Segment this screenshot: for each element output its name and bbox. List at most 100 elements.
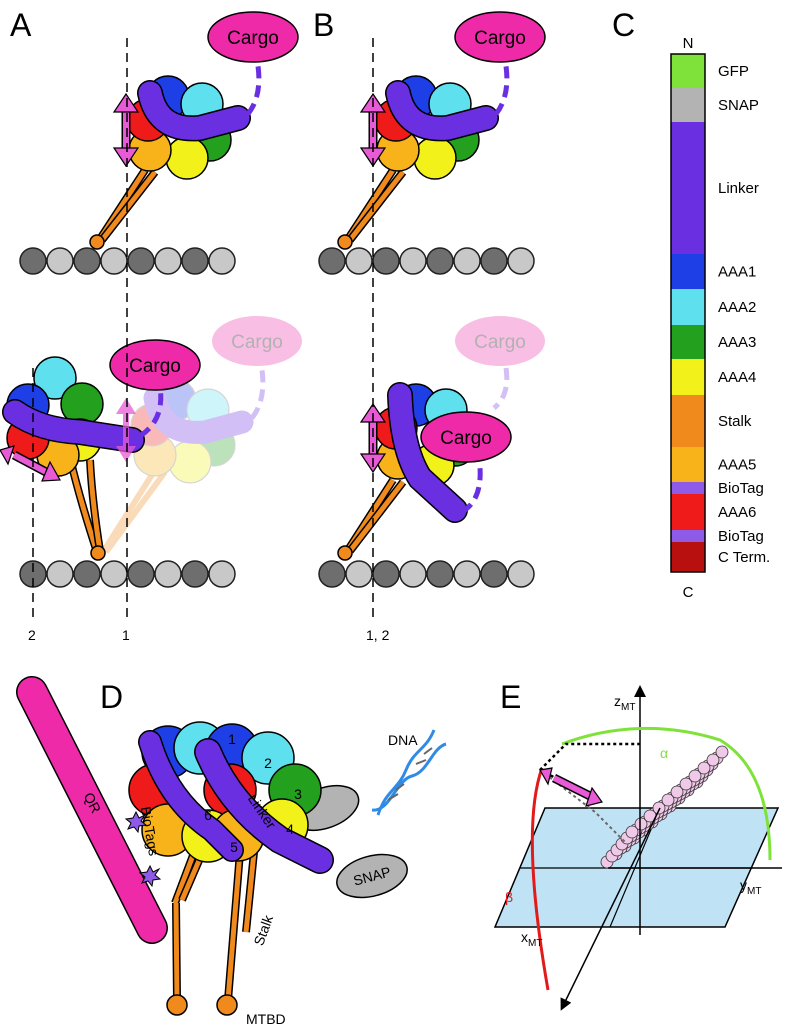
- orientation-vector: [539, 767, 604, 807]
- microtubule: [318, 560, 535, 588]
- linker: [138, 81, 250, 140]
- bar-segment-aaa6: [671, 494, 705, 530]
- bar-segment-gfp: [671, 54, 705, 88]
- dna-helix: [371, 729, 447, 816]
- cargo: [420, 411, 512, 463]
- beta-label: β: [505, 889, 513, 905]
- bar-segment-label: AAA6: [718, 504, 756, 521]
- bar-segment-label: GFP: [718, 63, 749, 80]
- bar-outline: [670, 53, 706, 573]
- microtubule: [19, 247, 236, 275]
- bar-segment-label: AAA4: [718, 369, 756, 386]
- bar-segment-label: AAA3: [718, 334, 756, 351]
- panel-e: zMT yMT xMT α β: [493, 685, 782, 1011]
- bar-segment-aaa4: [671, 359, 705, 395]
- snap-domain: [336, 853, 408, 899]
- tubulin-dimer: [652, 801, 666, 815]
- bar-segment-c-term-: [671, 542, 705, 572]
- panel-label-d: D: [100, 679, 123, 715]
- bar-segment-label: BioTag: [718, 528, 764, 545]
- bar-segment-aaa1: [671, 254, 705, 289]
- guide-label-b: 1, 2: [366, 627, 390, 643]
- cargo-label: Cargo: [227, 28, 279, 49]
- tubulin-dimer: [679, 777, 693, 791]
- ring-number-3: 3: [294, 786, 302, 802]
- bar-segment-label: Linker: [718, 180, 759, 197]
- ring-number-1: 1: [228, 731, 236, 747]
- ghost-arrow: [116, 398, 136, 462]
- projection-plane: [539, 769, 626, 843]
- cargo: [207, 11, 299, 63]
- ring-number-4: 4: [286, 821, 294, 837]
- x-axis-label: xMT: [521, 929, 542, 949]
- bar-segment-label: BioTag: [718, 480, 764, 497]
- cargo: [109, 339, 201, 391]
- x-axis: [560, 807, 661, 1011]
- guide-label-1: 1: [122, 627, 130, 643]
- projection-z: [539, 742, 640, 771]
- panel-d: QR SNAP: [16, 676, 447, 1027]
- bar-segment-label: AAA1: [718, 264, 756, 281]
- ring-number-6: 6: [204, 807, 212, 823]
- z-axis-label: zMT: [614, 693, 635, 713]
- bar-segment-stalk: [671, 395, 705, 447]
- tubulin-dimer: [661, 793, 675, 807]
- bar-segment-biotag: [671, 482, 705, 494]
- bar-segment-linker: [671, 122, 705, 254]
- linker: [3, 400, 144, 452]
- panel-label-e: E: [500, 679, 521, 715]
- power-stroke-arrow: [112, 92, 140, 168]
- tubulin-dimer: [634, 817, 648, 831]
- dna-label: DNA: [388, 732, 418, 748]
- mtbd-label: MTBD: [246, 1011, 286, 1027]
- microtubule: [19, 560, 236, 588]
- biotag-star-2: [138, 864, 162, 888]
- biotag-star-1: [124, 810, 148, 834]
- bar-segment-label: Stalk: [718, 413, 752, 430]
- linker: [195, 739, 333, 873]
- microtubule-bundle: [600, 745, 729, 869]
- ring-number-5: 5: [230, 839, 238, 855]
- bar-segment-biotag: [671, 530, 705, 542]
- y-axis-label: yMT: [740, 877, 761, 897]
- tubulin-dimer: [688, 769, 702, 783]
- ghost-cargo-label: Cargo: [474, 332, 526, 353]
- panel-a-top: Cargo: [19, 11, 299, 275]
- panel-b-bottom: Cargo Cargo: [318, 316, 545, 588]
- mtbd-left: [166, 994, 188, 1016]
- cargo-label: Cargo: [440, 428, 492, 449]
- linker: [386, 81, 498, 140]
- mtbd: [337, 234, 353, 250]
- cargo-label: Cargo: [129, 356, 181, 377]
- microtubule: [318, 247, 535, 275]
- cargo-label: Cargo: [474, 28, 526, 49]
- ghost-motor: Cargo: [100, 316, 302, 554]
- tubulin-dimer: [706, 753, 720, 767]
- mtbd-right: [216, 994, 238, 1016]
- tubulin-dimer: [625, 825, 639, 839]
- alpha-arc: [561, 726, 772, 861]
- panel-a-bottom: Cargo: [0, 316, 302, 588]
- panel-label-b: B: [313, 7, 334, 43]
- bar-segments: GFPSNAPLinkerAAA1AAA2AAA3AAA4StalkAAA5Bi…: [671, 54, 770, 572]
- bar-segment-label: AAA2: [718, 299, 756, 316]
- mtbd: [90, 545, 106, 561]
- beta-arc: [530, 767, 550, 991]
- tubulin-dimer: [715, 745, 729, 759]
- bar-segment-snap: [671, 88, 705, 122]
- mtbd: [89, 234, 105, 250]
- domain-bar: N GFPSNAPLinkerAAA1AAA2AAA3AAA4StalkAAA5…: [670, 35, 770, 601]
- guide-label-2: 2: [28, 627, 36, 643]
- bar-segment-aaa2: [671, 289, 705, 325]
- power-stroke-arrow: [0, 445, 61, 482]
- ring-number-2: 2: [264, 755, 272, 771]
- linker: [388, 383, 467, 522]
- panel-label-c: C: [612, 7, 635, 43]
- stalk-label: Stalk: [250, 912, 276, 948]
- bar-segment-label: AAA5: [718, 457, 756, 474]
- n-terminus-label: N: [683, 35, 694, 52]
- bar-segment-aaa3: [671, 325, 705, 359]
- tubulin-dimer: [670, 785, 684, 799]
- mtbd: [337, 545, 353, 561]
